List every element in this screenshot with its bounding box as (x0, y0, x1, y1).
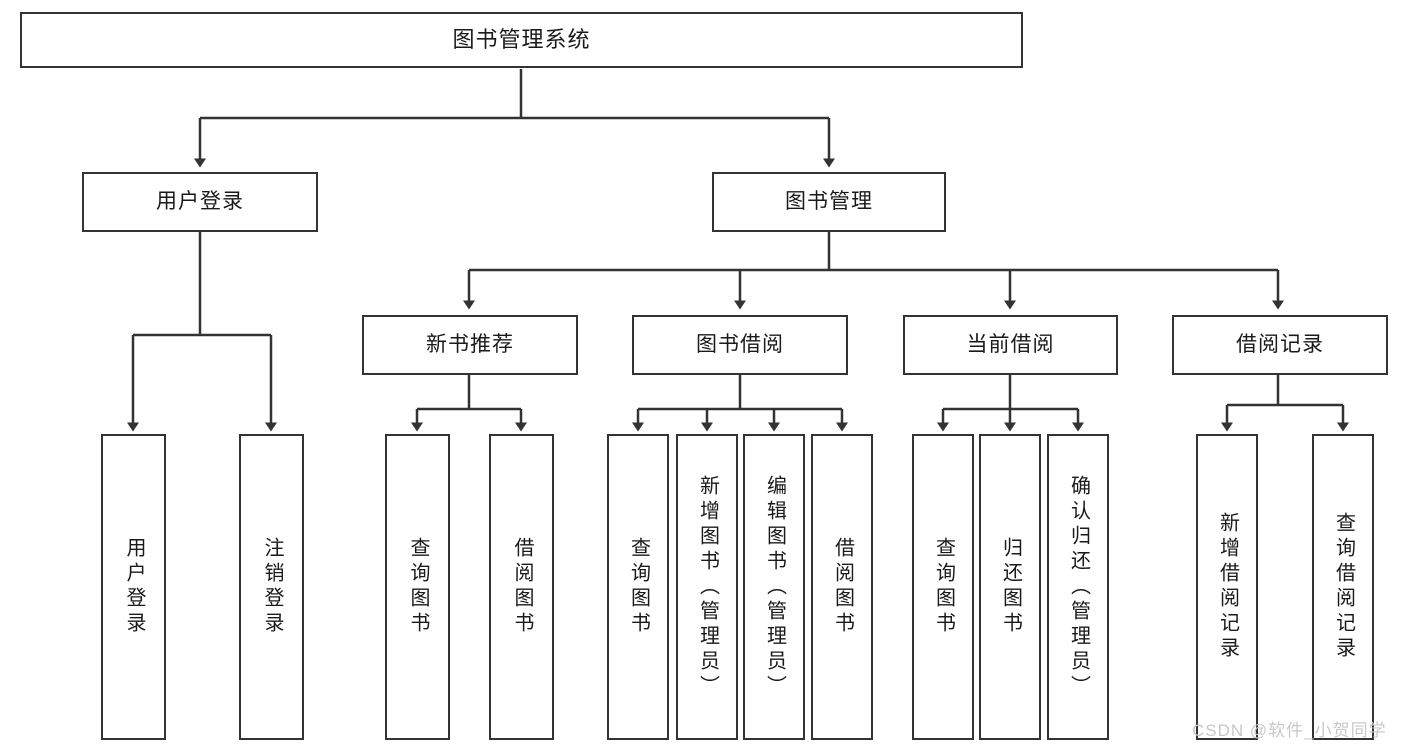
node-leaf-add-book-admin[interactable]: 新增图书（管理员） (676, 434, 738, 740)
node-label: 图书管理 (785, 190, 873, 214)
node-leaf-query-book-recommend[interactable]: 查询图书 (385, 434, 450, 740)
node-label: 借阅图书 (511, 537, 533, 637)
node-book-management[interactable]: 图书管理 (712, 172, 946, 232)
node-user-login[interactable]: 用户登录 (82, 172, 318, 232)
node-label: 查询图书 (407, 537, 429, 637)
node-leaf-query-borrow-record[interactable]: 查询借阅记录 (1312, 434, 1374, 740)
node-leaf-query-book-current[interactable]: 查询图书 (912, 434, 974, 740)
node-leaf-logout[interactable]: 注销登录 (239, 434, 304, 740)
node-borrow-record[interactable]: 借阅记录 (1172, 315, 1388, 375)
node-leaf-borrow-book-recommend[interactable]: 借阅图书 (489, 434, 554, 740)
node-label: 新增借阅记录 (1216, 512, 1239, 662)
node-leaf-borrow-book[interactable]: 借阅图书 (811, 434, 873, 740)
node-label: 注销登录 (261, 537, 283, 637)
node-label: 编辑图书（管理员） (763, 474, 786, 700)
node-label: 查询图书 (627, 537, 650, 637)
node-label: 查询借阅记录 (1332, 512, 1355, 662)
node-label: 新增图书（管理员） (696, 474, 719, 700)
node-leaf-query-book-borrow[interactable]: 查询图书 (607, 434, 669, 740)
node-label: 当前借阅 (966, 333, 1055, 357)
node-label: 借阅记录 (1236, 333, 1324, 357)
csdn-watermark: CSDN @软件_小贺同学 (1192, 721, 1387, 740)
node-leaf-user-login[interactable]: 用户登录 (101, 434, 166, 740)
node-leaf-edit-book-admin[interactable]: 编辑图书（管理员） (743, 434, 805, 740)
node-leaf-add-borrow-record[interactable]: 新增借阅记录 (1196, 434, 1258, 740)
node-new-book-recommend[interactable]: 新书推荐 (362, 315, 578, 375)
node-label: 归还图书 (999, 537, 1022, 637)
node-current-borrow[interactable]: 当前借阅 (903, 315, 1118, 375)
node-label: 图书管理系统 (452, 26, 591, 52)
node-label: 借阅图书 (831, 537, 854, 637)
node-leaf-confirm-return-admin[interactable]: 确认归还（管理员） (1047, 434, 1109, 740)
node-label: 用户登录 (156, 190, 244, 214)
node-book-borrow[interactable]: 图书借阅 (632, 315, 848, 375)
node-root-book-management-system[interactable]: 图书管理系统 (20, 12, 1023, 68)
node-leaf-return-book[interactable]: 归还图书 (979, 434, 1041, 740)
node-label: 确认归还（管理员） (1067, 474, 1090, 700)
node-label: 用户登录 (123, 537, 145, 637)
node-label: 新书推荐 (426, 333, 514, 357)
node-label: 查询图书 (932, 537, 955, 637)
node-label: 图书借阅 (696, 333, 784, 357)
